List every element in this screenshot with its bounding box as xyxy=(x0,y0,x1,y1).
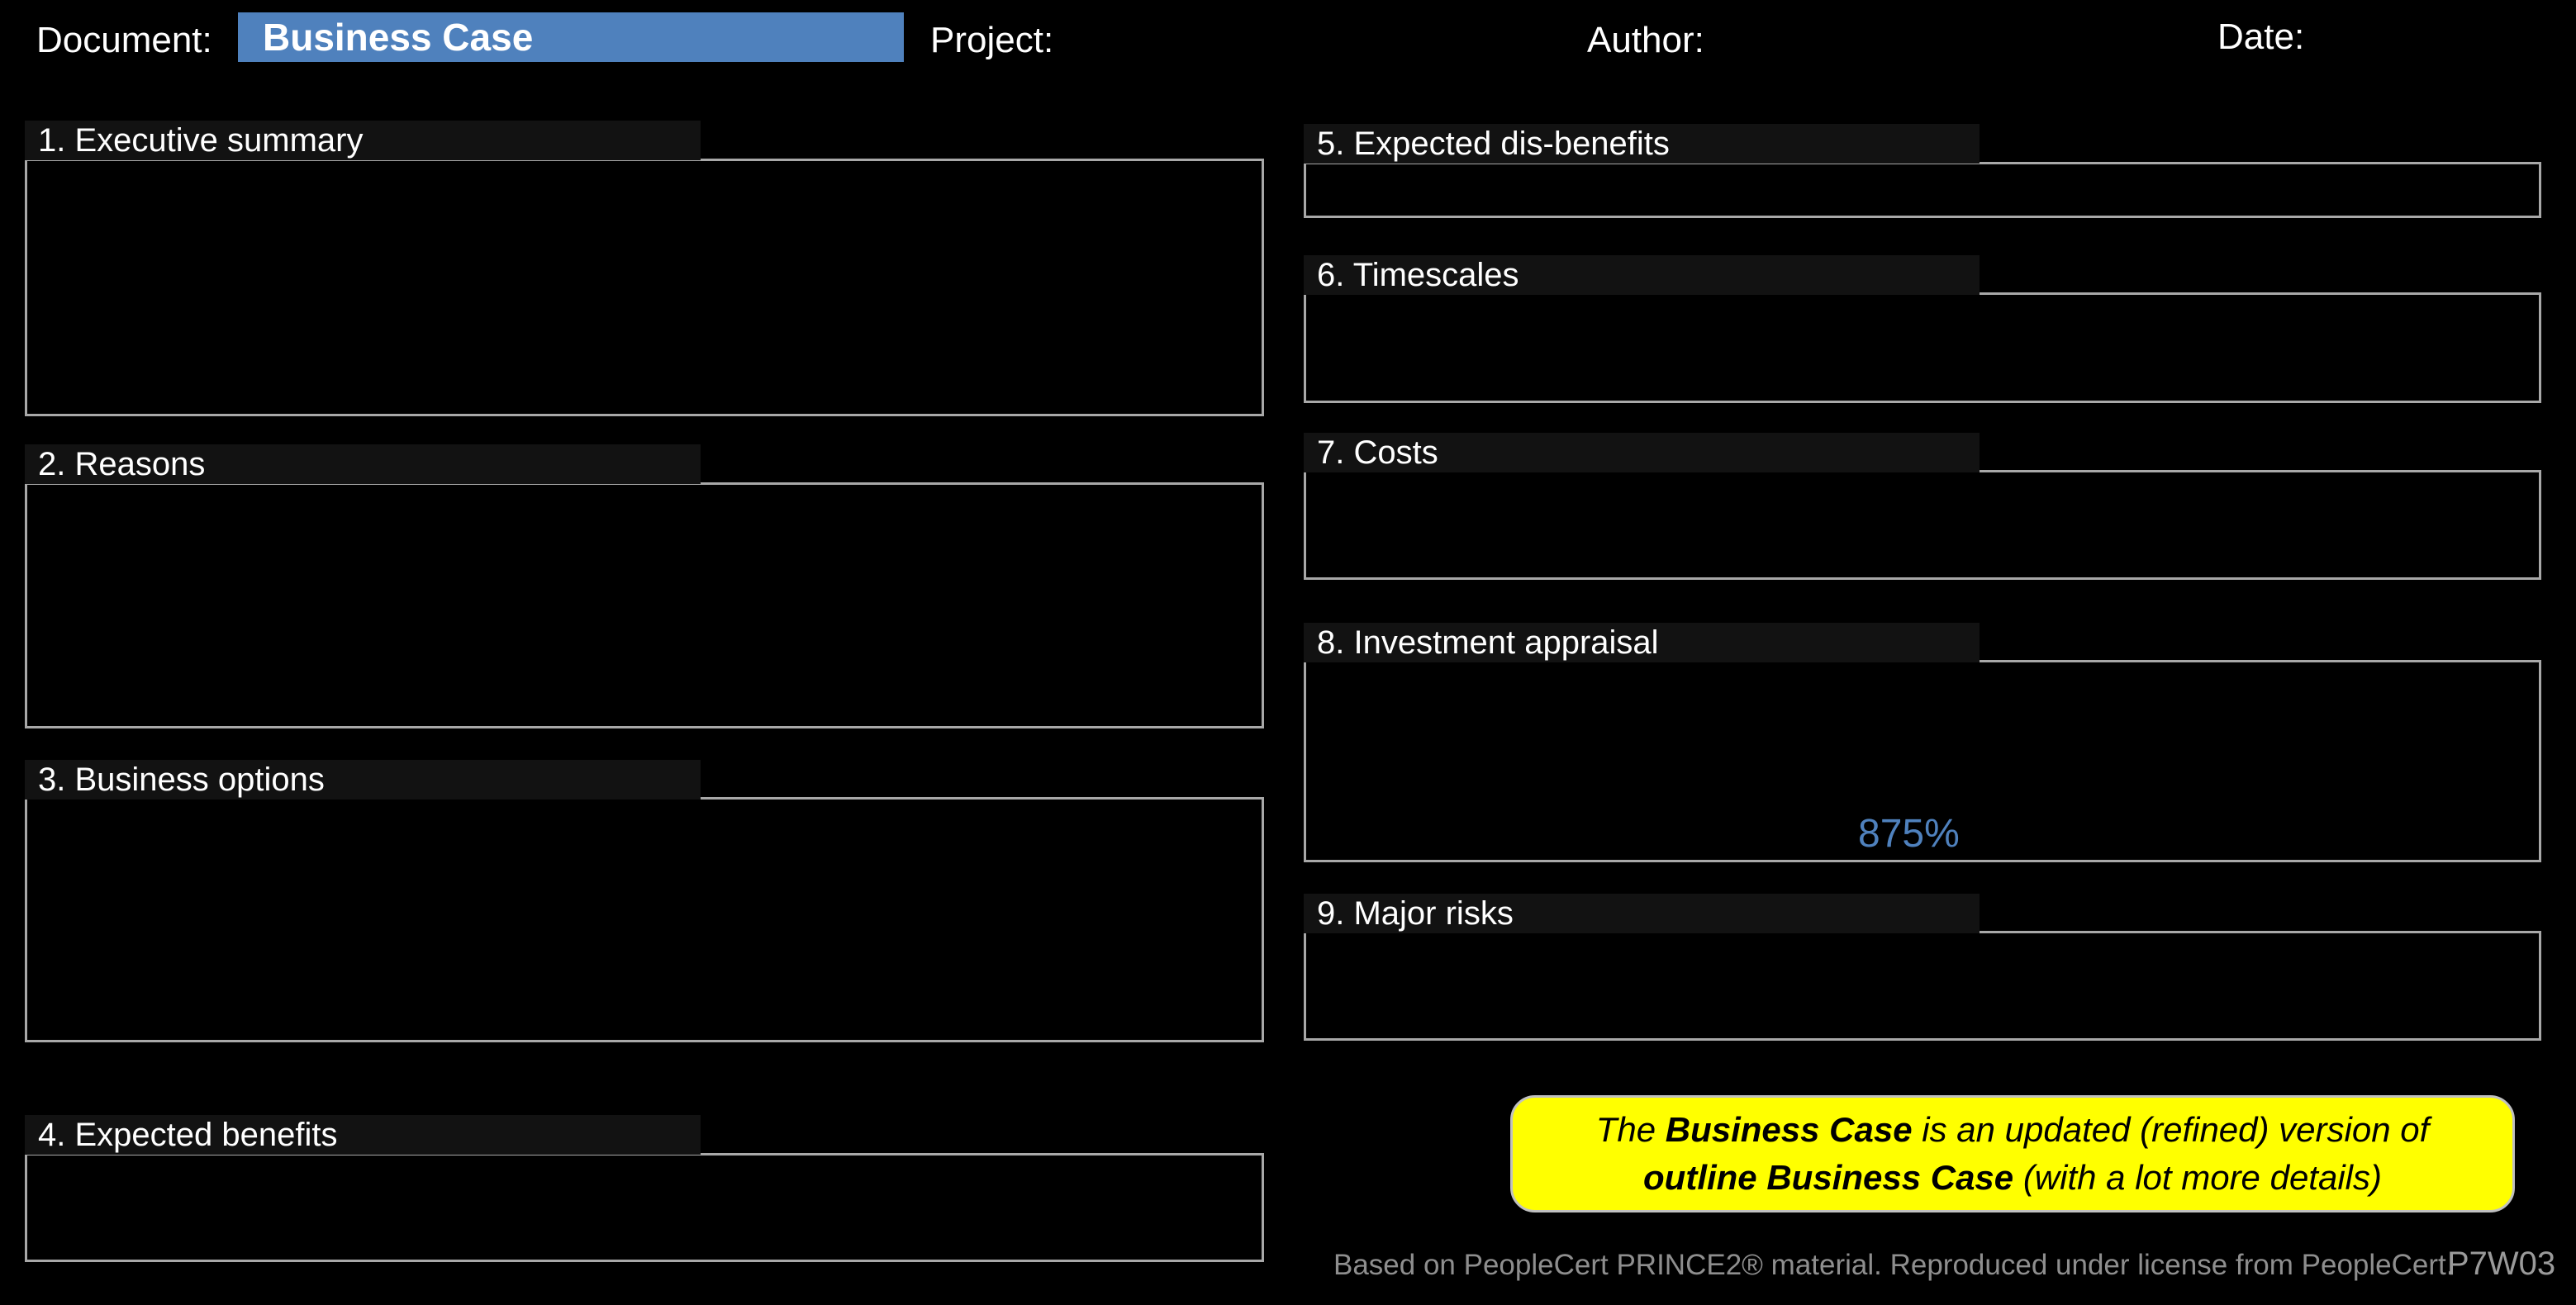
section-box-reasons[interactable] xyxy=(25,482,1264,728)
note-part3: (with a lot more details) xyxy=(2013,1158,2382,1197)
note-text: The Business Case is an updated (refined… xyxy=(1542,1106,2483,1202)
section-box-business-options[interactable] xyxy=(25,797,1264,1042)
note-part2: is an updated (refined) version of xyxy=(1912,1110,2430,1149)
section-box-timescales[interactable] xyxy=(1304,292,2541,403)
section-box-costs[interactable] xyxy=(1304,470,2541,580)
sheet-code: P7W03 xyxy=(2447,1246,2556,1282)
section-label-major-risks: 9. Major risks xyxy=(1304,894,1980,933)
section-box-major-risks[interactable] xyxy=(1304,931,2541,1041)
document-value-field[interactable]: Business Case xyxy=(238,12,904,62)
section-box-investment-appraisal[interactable]: 875% xyxy=(1304,660,2541,862)
section-label-investment-appraisal: 8. Investment appraisal xyxy=(1304,623,1980,662)
note-part1: The xyxy=(1595,1110,1666,1149)
document-value-text: Business Case xyxy=(263,16,534,59)
project-label: Project: xyxy=(930,20,1054,60)
section-box-expected-dis-benefits[interactable] xyxy=(1304,162,2541,218)
date-label: Date: xyxy=(2217,17,2305,57)
note-bold2: outline Business Case xyxy=(1643,1158,2014,1197)
section-label-timescales: 6. Timescales xyxy=(1304,255,1980,295)
section-label-costs: 7. Costs xyxy=(1304,433,1980,472)
section-label-reasons: 2. Reasons xyxy=(25,444,701,484)
section-label-business-options: 3. Business options xyxy=(25,760,701,800)
note-callout: The Business Case is an updated (refined… xyxy=(1510,1095,2515,1212)
document-label: Document: xyxy=(36,20,212,60)
note-bold1: Business Case xyxy=(1665,1110,1913,1149)
section-label-expected-dis-benefits: 5. Expected dis-benefits xyxy=(1304,124,1980,164)
attribution-text: Based on PeopleCert PRINCE2® material. R… xyxy=(1333,1249,2455,1281)
section-box-expected-benefits[interactable] xyxy=(25,1153,1264,1262)
section-label-expected-benefits: 4. Expected benefits xyxy=(25,1115,701,1155)
section-label-executive-summary: 1. Executive summary xyxy=(25,121,701,160)
author-label: Author: xyxy=(1587,20,1704,60)
investment-appraisal-value: 875% xyxy=(1858,812,1960,856)
section-box-executive-summary[interactable] xyxy=(25,159,1264,416)
